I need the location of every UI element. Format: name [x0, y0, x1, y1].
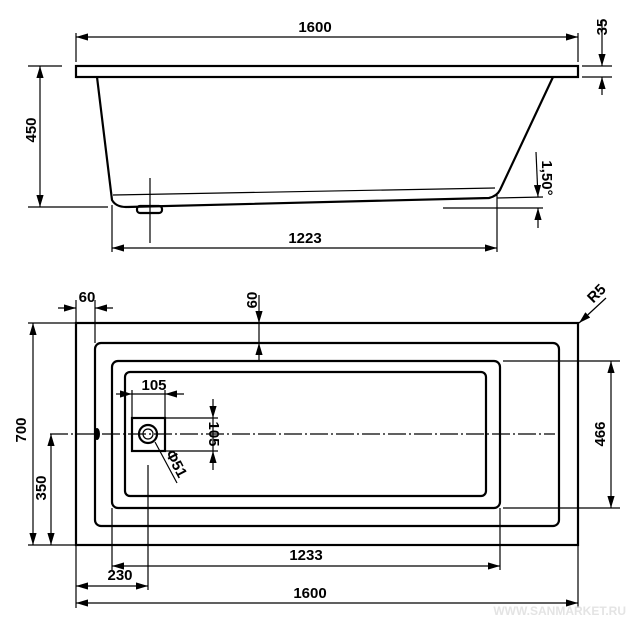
dim-drain-offset-end: 230: [107, 567, 132, 584]
rim-profile: [74, 64, 580, 79]
dim-length-top: 1600: [293, 585, 326, 602]
dim-drain-box-width: 105: [141, 377, 166, 394]
dim-bottom-length: 1223: [288, 230, 321, 247]
dim-drain-box-height: 105: [205, 421, 222, 446]
dim-inner-width: 466: [592, 421, 609, 446]
side-view: 1600 35 450 1223 1,50°: [23, 19, 612, 252]
top-view: 60 60 R5 700 350 466 105 105 Φ51: [13, 281, 620, 608]
dim-height: 450: [23, 117, 40, 142]
dim-rim-top: 60: [244, 292, 261, 309]
dim-drain-diameter: Φ51: [162, 447, 191, 481]
dim-drain-offset-center: 350: [33, 475, 50, 500]
drain-hole: [137, 423, 159, 445]
dim-rim-left: 60: [79, 289, 96, 306]
dim-rim-thickness: 35: [594, 19, 611, 36]
dim-inner-length: 1233: [289, 547, 322, 564]
dim-length: 1600: [298, 19, 331, 36]
dim-slope: 1,50°: [538, 160, 555, 195]
drain-box: [130, 416, 167, 453]
overflow-hole: [94, 428, 100, 440]
dim-corner-radius: R5: [584, 281, 610, 307]
tub-body-profile: [95, 76, 554, 209]
dim-width: 700: [13, 417, 30, 442]
tub-floor-line: [112, 187, 496, 196]
watermark: WWW.SANMARKET.RU: [493, 604, 626, 618]
